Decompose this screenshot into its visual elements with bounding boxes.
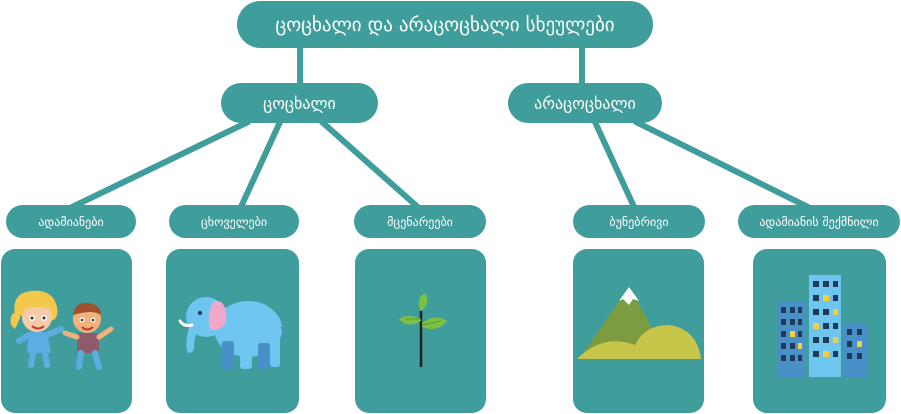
man-made-node: ადამიანის შექმნილი (738, 205, 900, 238)
natural-node: ბუნებრივი (573, 205, 705, 238)
animals-node: ცხოველები (169, 205, 299, 238)
plant-icon (399, 293, 447, 367)
connector-nonliving-manmade (633, 119, 815, 212)
connector-living-animals (237, 119, 283, 212)
connector-nonliving-natural (592, 119, 638, 212)
elephant-icon (178, 297, 287, 369)
connector-living-plants (319, 119, 423, 212)
nonliving-node: არაცოცხალი (508, 83, 662, 123)
living-node: ცოცხალი (221, 83, 378, 123)
root-node: ცოცხალი და არაცოცხალი სხეულები (237, 1, 653, 48)
buildings-icon (777, 275, 867, 377)
people-node: ადამიანები (6, 205, 136, 238)
animals-card (166, 249, 299, 413)
connector-living-people (65, 119, 251, 212)
natural-card (573, 249, 704, 413)
plants-card (355, 249, 486, 413)
children-icon (10, 290, 114, 370)
man-made-card (753, 249, 886, 413)
plants-node: მცენარეები (354, 205, 486, 238)
people-card (1, 249, 132, 413)
mountain-icon (577, 287, 701, 359)
